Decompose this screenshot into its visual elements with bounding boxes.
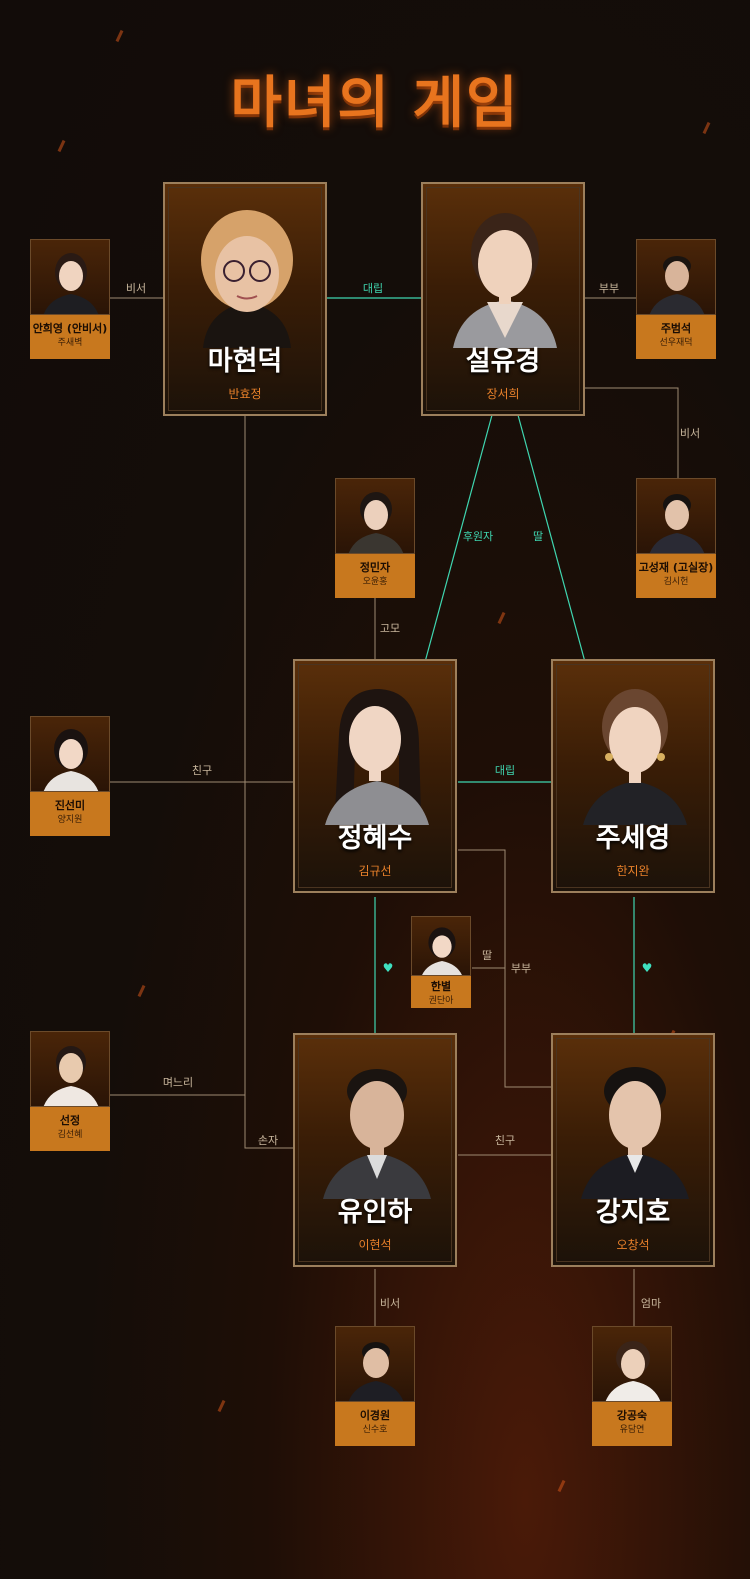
ma-hyeon-deok-portrait bbox=[201, 210, 293, 348]
gang-ji-ho-portrait bbox=[581, 1067, 689, 1199]
jin-seon-mi-portrait bbox=[43, 729, 99, 791]
character-name: 한별 bbox=[430, 980, 452, 993]
character-name: 설유경 bbox=[465, 346, 541, 377]
han-byeol-portrait bbox=[422, 927, 462, 975]
heart-icon: ♥ bbox=[641, 961, 653, 975]
relation-label: 대립 bbox=[362, 282, 384, 295]
relation-label: 딸 bbox=[532, 530, 544, 543]
ju-beom-seok-portrait bbox=[649, 256, 705, 314]
page-title: 마녀의 게임 bbox=[230, 71, 520, 136]
character-card-ju-se-yeong: 주세영 한지완 bbox=[551, 659, 715, 893]
character-name: 마현덕 bbox=[207, 346, 283, 377]
character-name: 강지호 bbox=[595, 1197, 671, 1228]
jeong-hye-su-portrait bbox=[325, 689, 429, 825]
character-card-ma-hyeon-deok: 마현덕 반효정 bbox=[163, 182, 327, 416]
seol-yu-gyeong-portrait bbox=[453, 213, 557, 348]
actor-name: 이현석 bbox=[358, 1238, 392, 1252]
actor-name: 선우재덕 bbox=[659, 338, 693, 348]
character-name: 고성재 (고실장) bbox=[638, 561, 714, 574]
actor-name: 유담연 bbox=[619, 1425, 645, 1435]
relation-label: 대립 bbox=[494, 764, 516, 777]
relation-label: 후원자 bbox=[462, 530, 494, 543]
an-hui-yeong-portrait bbox=[43, 253, 99, 314]
relation-label: 친구 bbox=[494, 1134, 516, 1147]
character-name: 강공숙 bbox=[616, 1409, 648, 1422]
line-seol-go-seong bbox=[585, 387, 679, 478]
yu-in-ha-portrait bbox=[323, 1069, 431, 1199]
actor-name: 권단아 bbox=[428, 996, 454, 1006]
actor-name: 반효정 bbox=[228, 387, 262, 401]
gang-gong-suk-portrait bbox=[605, 1341, 661, 1401]
jeong-min-ja-portrait bbox=[348, 492, 404, 553]
relation-label: 고모 bbox=[379, 622, 401, 635]
relation-label: 비서 bbox=[679, 427, 701, 440]
character-card-gang-ji-ho: 강지호 오창석 bbox=[551, 1033, 715, 1267]
character-name: 주세영 bbox=[595, 823, 671, 854]
character-name: 진선미 bbox=[54, 799, 86, 812]
actor-name: 장서희 bbox=[486, 387, 520, 401]
actor-name: 신수호 bbox=[362, 1425, 388, 1435]
character-name: 유인하 bbox=[337, 1197, 413, 1228]
character-name: 이경원 bbox=[359, 1409, 391, 1422]
character-name: 정혜수 bbox=[337, 823, 413, 854]
relation-label: 딸 bbox=[481, 949, 493, 962]
actor-name: 오창석 bbox=[616, 1238, 650, 1252]
character-name: 선정 bbox=[59, 1114, 81, 1127]
relation-label: 부부 bbox=[510, 962, 532, 975]
actor-name: 김선혜 bbox=[57, 1130, 83, 1140]
i-gyeong-won-portrait bbox=[348, 1342, 404, 1401]
actor-name: 한지완 bbox=[616, 864, 650, 878]
relation-label: 비서 bbox=[379, 1297, 401, 1310]
relation-label: 친구 bbox=[191, 764, 213, 777]
character-card-an-hui-yeong: 안희영 (안비서) 주새벽 bbox=[30, 239, 110, 359]
line-ma-trunk bbox=[244, 415, 295, 1149]
actor-name: 오윤홍 bbox=[362, 577, 388, 587]
character-name: 정민자 bbox=[359, 561, 391, 574]
character-card-yu-in-ha: 유인하 이현석 bbox=[293, 1033, 457, 1267]
actor-name: 양지원 bbox=[57, 815, 83, 825]
actor-name: 김시헌 bbox=[663, 577, 689, 587]
actor-name: 김규선 bbox=[358, 864, 392, 878]
character-card-seol-yu-gyeong: 설유경 장서희 bbox=[421, 182, 585, 416]
character-name: 안희영 (안비서) bbox=[32, 322, 108, 335]
heart-icon: ♥ bbox=[382, 961, 394, 975]
ju-se-yeong-portrait bbox=[583, 689, 687, 825]
go-seong-jae-portrait bbox=[649, 494, 705, 553]
relation-label: 손자 bbox=[257, 1134, 279, 1147]
character-name: 주범석 bbox=[660, 322, 692, 335]
relation-label: 부부 bbox=[598, 282, 620, 295]
line-seol-hye-su bbox=[424, 414, 493, 663]
line-seol-se-yeong bbox=[517, 414, 586, 663]
relation-label: 며느리 bbox=[162, 1076, 194, 1089]
actor-name: 주새벽 bbox=[57, 338, 83, 348]
relation-label: 비서 bbox=[125, 282, 147, 295]
character-card-jeong-hye-su: 정혜수 김규선 bbox=[293, 659, 457, 893]
character-card-go-seong-jae: 고성재 (고실장) 김시헌 bbox=[636, 478, 716, 598]
seon-jeong-portrait bbox=[43, 1046, 99, 1106]
relation-label: 엄마 bbox=[640, 1297, 662, 1310]
